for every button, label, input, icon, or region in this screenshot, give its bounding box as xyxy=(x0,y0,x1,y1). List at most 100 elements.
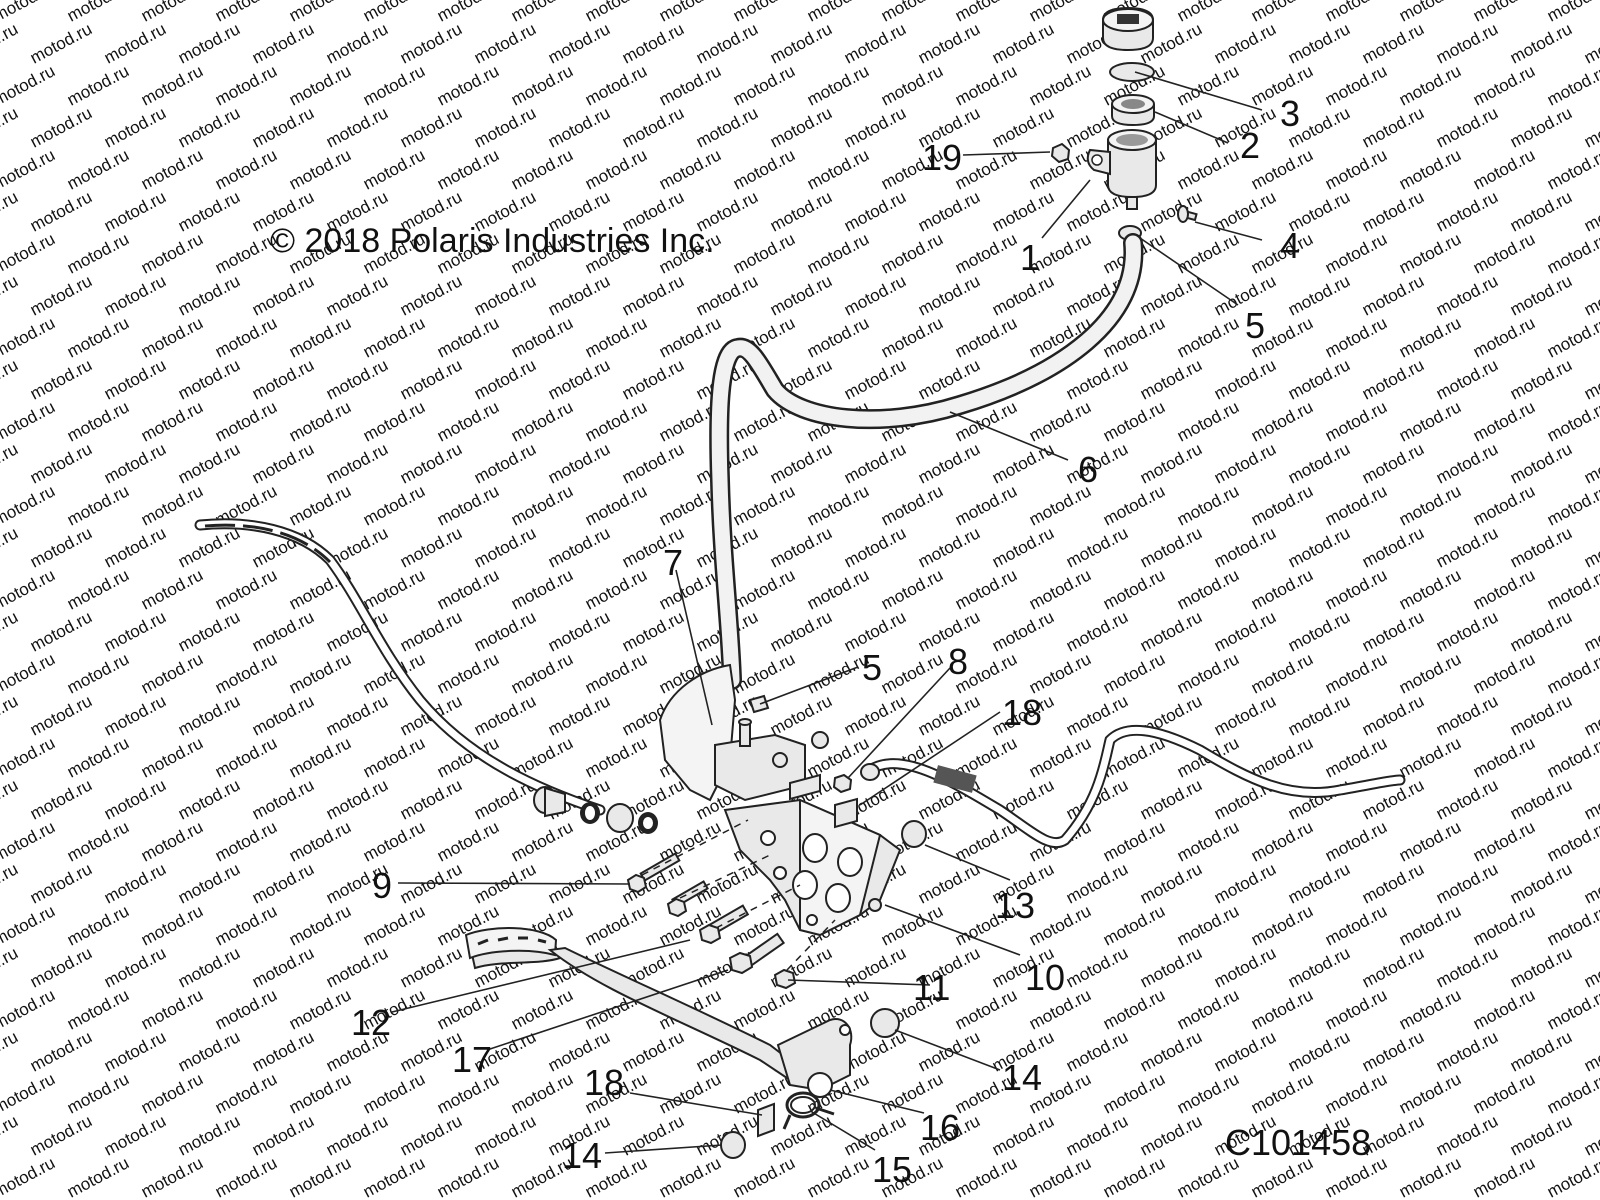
watermark-text: motod.ru xyxy=(545,607,613,655)
watermark-text: motod.ru xyxy=(1433,271,1501,319)
watermark-text: motod.ru xyxy=(1174,397,1242,445)
watermark-text: motod.ru xyxy=(1507,103,1575,151)
nut xyxy=(1050,142,1071,164)
watermark-text: motod.ru xyxy=(1433,355,1501,403)
watermark-text: motod.ru xyxy=(1470,61,1538,109)
watermark-text: motod.ru xyxy=(545,439,613,487)
watermark-text: motod.ru xyxy=(508,649,576,697)
watermark-text: motod.ru xyxy=(27,607,95,655)
watermark-text: motod.ru xyxy=(952,0,1020,26)
watermark-text: motod.ru xyxy=(1396,397,1464,445)
watermark-text: motod.ru xyxy=(1396,817,1464,865)
watermark-text: motod.ru xyxy=(1174,313,1242,361)
watermark-text: motod.ru xyxy=(212,817,280,865)
watermark-text: motod.ru xyxy=(175,775,243,823)
watermark-text: motod.ru xyxy=(1248,397,1316,445)
grommet xyxy=(901,820,927,848)
callout-18: 18 xyxy=(584,1062,624,1103)
watermark-text: motod.ru xyxy=(1470,229,1538,277)
watermark-text: motod.ru xyxy=(1285,355,1353,403)
watermark-text: motod.ru xyxy=(64,733,132,781)
watermark-text: motod.ru xyxy=(1174,481,1242,529)
watermark-text: motod.ru xyxy=(1322,565,1390,613)
watermark-text: motod.ru xyxy=(1063,523,1131,571)
watermark-text: motod.ru xyxy=(64,901,132,949)
watermark-text: motod.ru xyxy=(1285,859,1353,907)
watermark-text: motod.ru xyxy=(619,607,687,655)
watermark-text: motod.ru xyxy=(952,1153,1020,1200)
watermark-text: motod.ru xyxy=(582,565,650,613)
watermark-text: motod.ru xyxy=(1026,649,1094,697)
watermark-text: motod.ru xyxy=(730,229,798,277)
watermark-text: motod.ru xyxy=(841,19,909,67)
watermark-text: motod.ru xyxy=(249,607,317,655)
reservoir-cap xyxy=(1102,6,1154,52)
watermark-text: motod.ru xyxy=(27,355,95,403)
watermark-text: motod.ru xyxy=(64,1069,132,1117)
watermark-text: motod.ru xyxy=(1433,943,1501,991)
watermark-text: motod.ru xyxy=(249,439,317,487)
watermark-text: motod.ru xyxy=(1507,19,1575,67)
watermark-text: motod.ru xyxy=(212,397,280,445)
watermark-text: motod.ru xyxy=(212,733,280,781)
watermark-text: motod.ru xyxy=(1433,775,1501,823)
watermark-text: motod.ru xyxy=(249,355,317,403)
watermark-text: motod.ru xyxy=(323,775,391,823)
watermark-text: motod.ru xyxy=(360,1153,428,1200)
watermark-text: motod.ru xyxy=(1174,817,1242,865)
watermark-text: motod.ru xyxy=(1396,145,1464,193)
watermark-text: motod.ru xyxy=(101,1111,169,1159)
watermark-text: motod.ru xyxy=(1063,859,1131,907)
watermark-text: motod.ru xyxy=(1174,61,1242,109)
watermark-text: motod.ru xyxy=(1211,439,1279,487)
watermark-text: motod.ru xyxy=(767,103,835,151)
watermark-text: motod.ru xyxy=(1359,607,1427,655)
watermark-text: motod.ru xyxy=(434,565,502,613)
watermark-text: motod.ru xyxy=(1285,607,1353,655)
watermark-text: motod.ru xyxy=(1100,1153,1168,1200)
watermark-text: motod.ru xyxy=(1507,439,1575,487)
watermark-text: motod.ru xyxy=(1470,649,1538,697)
watermark-text: motod.ru xyxy=(249,103,317,151)
watermark-text: motod.ru xyxy=(1359,439,1427,487)
watermark-text: motod.ru xyxy=(545,691,613,739)
watermark-text: motod.ru xyxy=(1544,0,1600,26)
watermark-text: motod.ru xyxy=(915,691,983,739)
watermark-text: motod.ru xyxy=(434,481,502,529)
watermark-text: motod.ru xyxy=(989,103,1057,151)
watermark-text: motod.ru xyxy=(508,313,576,361)
watermark-text: motod.ru xyxy=(0,1153,58,1200)
watermark-text: motod.ru xyxy=(286,901,354,949)
watermark-text: motod.ru xyxy=(434,817,502,865)
watermark-text: motod.ru xyxy=(730,985,798,1033)
bushing xyxy=(870,1008,900,1038)
watermark-text: motod.ru xyxy=(64,397,132,445)
watermark-text: motod.ru xyxy=(915,19,983,67)
watermark-text: motod.ru xyxy=(1322,1069,1390,1117)
watermark-text: motod.ru xyxy=(1507,859,1575,907)
watermark-text: motod.ru xyxy=(1433,859,1501,907)
watermark-text: motod.ru xyxy=(989,523,1057,571)
watermark-text: motod.ru xyxy=(1322,145,1390,193)
watermark-text: motod.ru xyxy=(656,1069,724,1117)
watermark-text: motod.ru xyxy=(138,397,206,445)
watermark-text: motod.ru xyxy=(952,985,1020,1033)
watermark-text: motod.ru xyxy=(286,817,354,865)
bushing xyxy=(720,1131,746,1159)
watermark-text: motod.ru xyxy=(1544,145,1600,193)
watermark-text: motod.ru xyxy=(582,313,650,361)
watermark-text: motod.ru xyxy=(286,733,354,781)
watermark-text: motod.ru xyxy=(360,397,428,445)
watermark-text: motod.ru xyxy=(0,229,58,277)
callout-5: 5 xyxy=(862,647,882,688)
watermark-text: motod.ru xyxy=(360,0,428,26)
watermark-text: motod.ru xyxy=(1470,817,1538,865)
watermark-text: motod.ru xyxy=(767,439,835,487)
watermark-text: motod.ru xyxy=(434,0,502,26)
watermark-text: motod.ru xyxy=(249,271,317,319)
watermark-text: motod.ru xyxy=(730,61,798,109)
watermark-text: motod.ru xyxy=(1174,565,1242,613)
callout-7: 7 xyxy=(663,542,683,583)
